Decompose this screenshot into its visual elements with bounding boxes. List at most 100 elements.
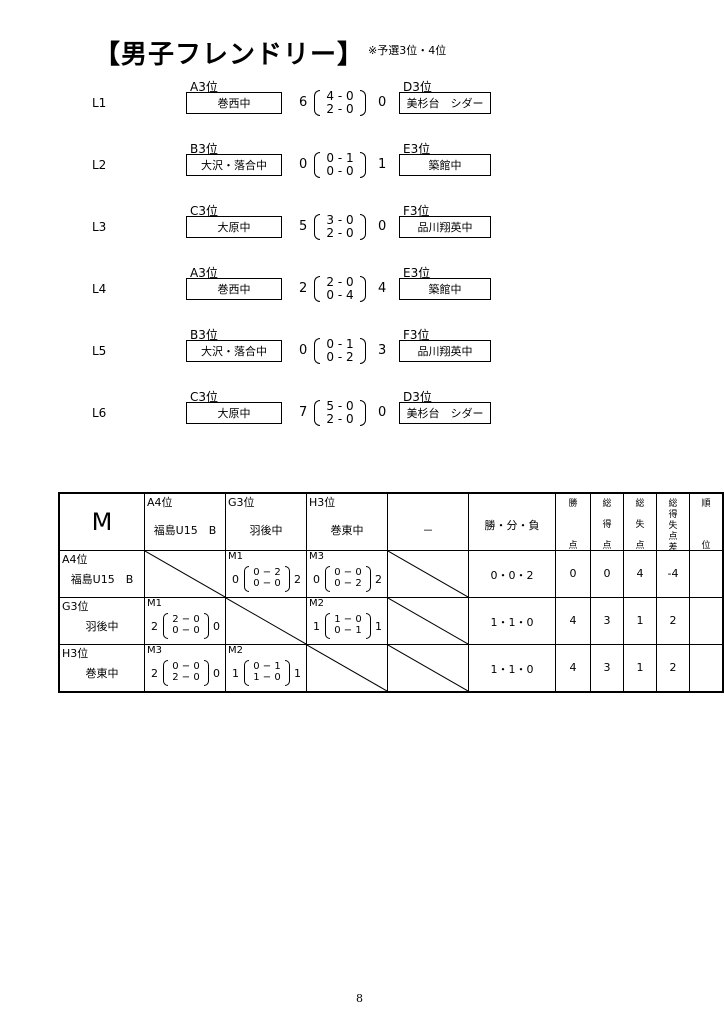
first-half-score: 2 - 0 (326, 275, 354, 289)
stat-header-char: 差 (668, 543, 678, 553)
seed-right: D3位 (403, 80, 432, 94)
goals-against: 1 (636, 614, 644, 627)
bracket-right (366, 566, 371, 592)
goal-difference: 2 (669, 661, 677, 674)
record-cell: 1・1・0 (468, 644, 556, 693)
score-right: 0 (378, 405, 387, 420)
match-id: L3 (92, 220, 107, 234)
row-team: 福島U15 B (70, 573, 134, 586)
bracket-right (360, 90, 366, 116)
first-half-score: 3 - 0 (326, 213, 354, 227)
bracket-right (360, 152, 366, 178)
team-right-box: 美杉台 シダー (399, 92, 491, 114)
first-half-score: 0 − 0 (334, 567, 362, 578)
match-code: M2 (228, 645, 243, 656)
row-team-cell: G3位羽後中 (58, 597, 145, 645)
bracket-right (360, 214, 366, 240)
first-half-score: 5 - 0 (326, 399, 354, 413)
column-header: － (387, 492, 469, 551)
stat-header-char: 失 (635, 520, 645, 530)
column-header: H3位巻東中 (306, 492, 388, 551)
bracket-left (325, 566, 330, 592)
goals-for: 3 (603, 661, 611, 674)
result-left: 2 (151, 620, 158, 633)
column-team: 福島U15 B (153, 524, 217, 537)
bracket-left (314, 152, 320, 178)
result-left: 0 (232, 573, 239, 586)
first-half-score: 1 − 0 (334, 614, 362, 625)
second-half-score: 1 − 0 (253, 672, 281, 683)
second-half-score: 2 - 0 (326, 226, 354, 240)
bracket-right (360, 276, 366, 302)
match-code: M3 (147, 645, 162, 656)
stat-header: 総得点 (590, 492, 624, 551)
bracket-right (285, 660, 290, 686)
team-left-box: 大沢・落合中 (186, 154, 282, 176)
result-left: 1 (313, 620, 320, 633)
bracket-right (360, 338, 366, 364)
team-left-box: 巻西中 (186, 92, 282, 114)
result-left: 2 (151, 667, 158, 680)
team-left-box: 大原中 (186, 216, 282, 238)
goals-for-cell: 3 (590, 597, 624, 645)
diagonal-line (145, 551, 225, 597)
stat-header-char: 位 (701, 541, 711, 551)
diagonal-line (388, 551, 468, 597)
second-half-score: 0 − 2 (334, 578, 362, 589)
bracket-left (314, 338, 320, 364)
team-right-box: 築館中 (399, 278, 491, 300)
row-team-cell: H3位巻東中 (58, 644, 145, 693)
row-team: 羽後中 (85, 620, 119, 633)
first-half-score: 0 − 1 (253, 661, 281, 672)
result-right: 1 (294, 667, 301, 680)
column-header: G3位羽後中 (225, 492, 307, 551)
record: 0・0・2 (490, 569, 534, 582)
score-right: 3 (378, 343, 387, 358)
diagonal-line (307, 645, 387, 691)
row-team-cell: A4位福島U15 B (58, 550, 145, 598)
bracket-left (314, 214, 320, 240)
points-cell: 0 (555, 550, 591, 598)
result-cell (387, 597, 469, 645)
column-seed: G3位 (228, 496, 255, 509)
record: 1・1・0 (490, 616, 534, 629)
bracket-left (314, 400, 320, 426)
result-right: 0 (213, 620, 220, 633)
result-right: 2 (294, 573, 301, 586)
rank-cell (689, 644, 724, 693)
stat-header-char: 総 (635, 499, 645, 509)
record-cell: 0・0・2 (468, 550, 556, 598)
second-half-score: 2 - 0 (326, 102, 354, 116)
match-id: L2 (92, 158, 107, 172)
record-header: 勝・分・負 (468, 492, 556, 551)
second-half-score: 0 − 1 (334, 625, 362, 636)
bracket-right (204, 613, 209, 639)
second-half-score: 2 - 0 (326, 412, 354, 426)
points-cell: 4 (555, 644, 591, 693)
team-right-box: 築館中 (399, 154, 491, 176)
record-cell: 1・1・0 (468, 597, 556, 645)
score-left: 7 (299, 405, 308, 420)
second-half-score: 0 - 2 (326, 350, 354, 364)
bracket-right (204, 660, 209, 686)
page-number: 8 (356, 992, 363, 1005)
stat-header: 勝点 (555, 492, 591, 551)
second-half-score: 0 − 0 (172, 625, 200, 636)
bracket-left (325, 613, 330, 639)
second-half-score: 0 - 0 (326, 164, 354, 178)
points: 4 (569, 661, 577, 674)
result-cell (387, 644, 469, 693)
match-code: M1 (147, 598, 162, 609)
